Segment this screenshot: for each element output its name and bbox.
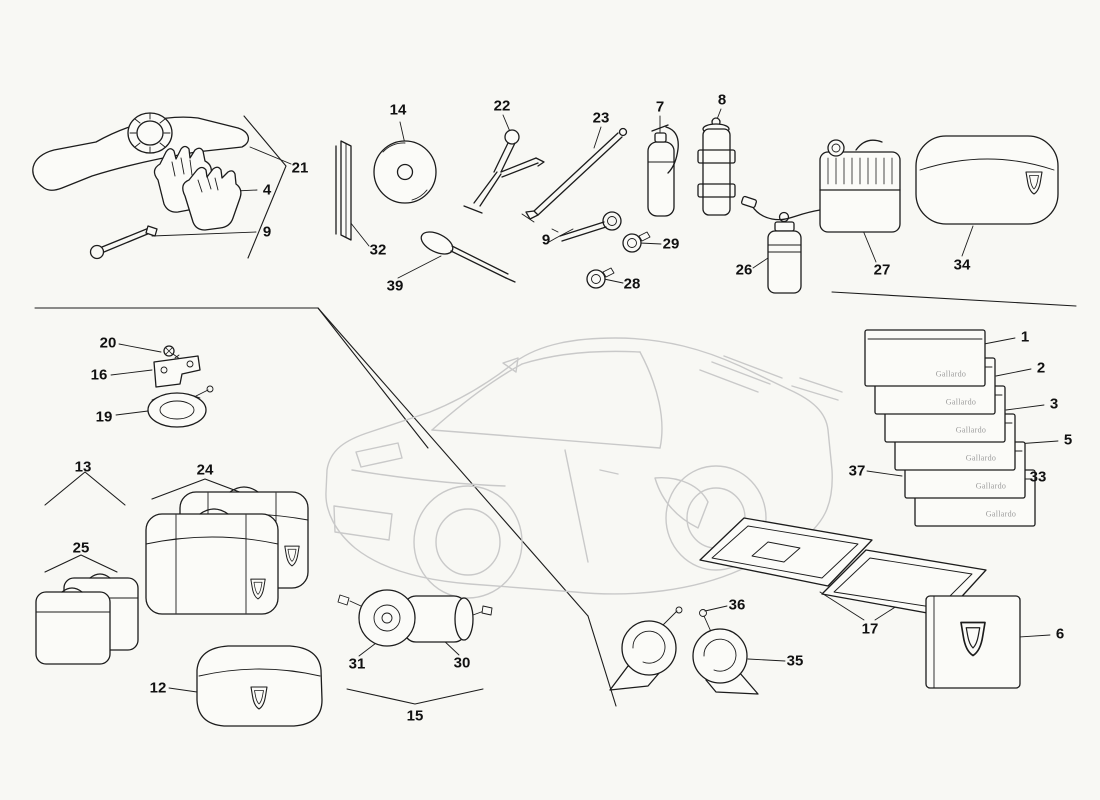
luggage-bags [145, 486, 309, 615]
strap-gauge-tool [32, 112, 249, 191]
document-sleeve [335, 140, 352, 241]
sealant-can [767, 211, 802, 294]
screw [163, 345, 185, 363]
compressor-box [740, 139, 901, 233]
bracket-25 [44, 554, 118, 573]
gloves [153, 145, 242, 231]
owners-manual [925, 595, 1021, 689]
manuals-stack [864, 329, 1036, 527]
fuel-filters [337, 589, 493, 647]
group-brackets [44, 115, 484, 705]
horn-disc [147, 385, 214, 428]
bracket-15 [346, 688, 484, 705]
extinguisher-bottle [697, 117, 736, 216]
horns [609, 606, 759, 695]
group-lines [34, 291, 1077, 707]
manual-book [864, 329, 986, 387]
small-suitcases [35, 573, 139, 665]
garment-pouch [196, 645, 323, 727]
tow-hook [89, 225, 158, 260]
mounting-bracket [153, 355, 201, 388]
fire-extinguisher [647, 124, 679, 217]
car-outline [325, 337, 843, 599]
tow-eye [548, 211, 622, 243]
hose-clamps [586, 231, 651, 289]
bracket-21 [243, 115, 287, 259]
bracket-13 [44, 471, 126, 506]
cd-disc [373, 140, 437, 204]
screwdriver [420, 231, 516, 283]
wheel-brace [463, 129, 545, 214]
jack-rod [521, 127, 628, 223]
document-case [915, 135, 1059, 225]
